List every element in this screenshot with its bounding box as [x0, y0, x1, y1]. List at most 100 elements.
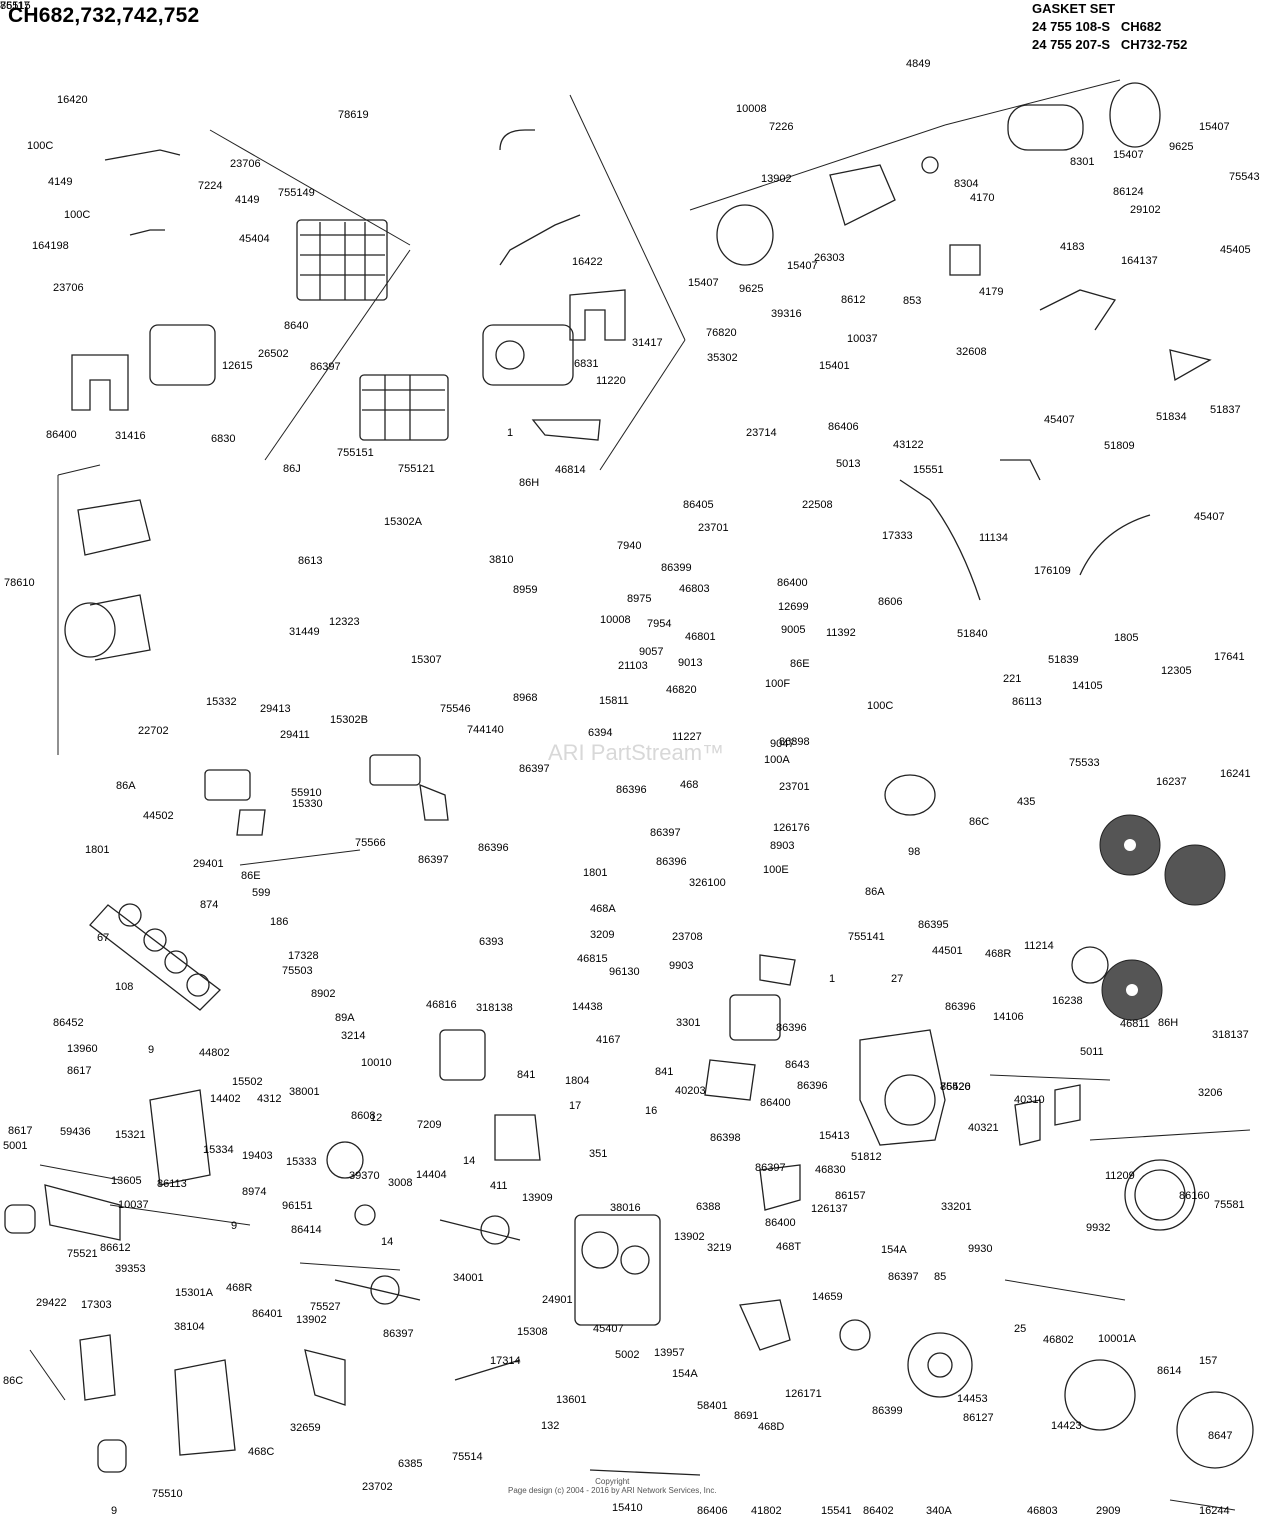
part-number-label[interactable]: 46830 — [815, 1164, 846, 1176]
part-number-label[interactable]: 44802 — [199, 1047, 230, 1059]
part-number-label[interactable]: 10010 — [361, 1057, 392, 1069]
part-number-label[interactable]: 4849 — [906, 58, 931, 70]
part-number-label[interactable]: 46816 — [426, 999, 457, 1011]
part-number-label[interactable]: 31449 — [289, 626, 320, 638]
part-number-label[interactable]: 1805 — [1114, 632, 1139, 644]
part-number-label[interactable]: 15330 — [292, 798, 323, 810]
part-number-label[interactable]: 3219 — [707, 1242, 732, 1254]
part-number-label[interactable]: 26303 — [814, 252, 845, 264]
part-number-label[interactable]: 468T — [776, 1241, 802, 1253]
part-number-label[interactable]: 7224 — [198, 180, 223, 192]
part-number-label[interactable]: 8304 — [954, 178, 979, 190]
part-number-label[interactable]: 1 — [507, 427, 514, 439]
part-number-label[interactable]: 86C — [3, 1375, 24, 1387]
part-number-label[interactable]: 126171 — [785, 1388, 822, 1400]
part-number-label[interactable]: 1801 — [85, 844, 110, 856]
part-number-label[interactable]: 853 — [903, 295, 922, 307]
part-number-label[interactable]: 7940 — [617, 540, 642, 552]
part-number-label[interactable]: 23701 — [779, 781, 810, 793]
part-number-label[interactable]: 12615 — [222, 360, 253, 372]
part-number-label[interactable]: 86160 — [1179, 1190, 1210, 1202]
part-number-label[interactable]: 86406 — [828, 421, 859, 433]
part-number-label[interactable]: 23708 — [672, 931, 703, 943]
part-number-label[interactable]: 13960 — [67, 1043, 98, 1055]
part-number-label[interactable]: 44502 — [143, 810, 174, 822]
part-number-label[interactable]: 38104 — [174, 1321, 205, 1333]
part-number-label[interactable]: 14105 — [1072, 680, 1103, 692]
part-number-label[interactable]: 9 — [148, 1044, 155, 1056]
part-number-label[interactable]: 4149 — [235, 194, 260, 206]
part-number-label[interactable]: 86397 — [418, 854, 449, 866]
part-number-label[interactable]: 15413 — [819, 1130, 850, 1142]
part-number-label[interactable]: 100C — [867, 700, 894, 712]
part-number-label[interactable]: 221 — [1003, 673, 1022, 685]
part-number-label[interactable]: 4183 — [1060, 241, 1085, 253]
part-number-label[interactable]: 8640 — [284, 320, 309, 332]
part-number-label[interactable]: 16422 — [572, 256, 603, 268]
part-number-label[interactable]: 86398 — [710, 1132, 741, 1144]
part-number-label[interactable]: 16238 — [1052, 995, 1083, 1007]
part-number-label[interactable]: 86A — [865, 886, 885, 898]
part-number-label[interactable]: 86399 — [661, 562, 692, 574]
part-number-label[interactable]: 16241 — [1220, 768, 1251, 780]
part-number-label[interactable]: 411 — [490, 1180, 508, 1192]
part-number-label[interactable]: 27 — [891, 973, 904, 985]
part-number-label[interactable]: 13902 — [761, 173, 792, 185]
part-number-label[interactable]: 9932 — [1086, 1222, 1111, 1234]
part-number-label[interactable]: 9013 — [678, 657, 703, 669]
part-number-label[interactable]: 17303 — [81, 1299, 112, 1311]
part-number-label[interactable]: 75533 — [1069, 757, 1100, 769]
part-number-label[interactable]: 17328 — [288, 950, 319, 962]
part-number-label[interactable]: 86400 — [777, 577, 808, 589]
part-number-label[interactable]: 468C — [248, 1446, 275, 1458]
part-number-label[interactable]: 86H — [519, 477, 540, 489]
part-number-label[interactable]: 51840 — [957, 628, 988, 640]
part-number-label[interactable]: 31417 — [632, 337, 663, 349]
part-number-label[interactable]: 8903 — [770, 840, 795, 852]
part-number-label[interactable]: 15302B — [330, 714, 368, 726]
part-number-label[interactable]: 13605 — [111, 1175, 142, 1187]
part-number-label[interactable]: 9047 — [770, 738, 795, 750]
part-number-label[interactable]: 3008 — [388, 1177, 413, 1189]
part-number-label[interactable]: 29401 — [193, 858, 224, 870]
part-number-label[interactable]: 186 — [270, 916, 289, 928]
part-number-label[interactable]: 86C — [969, 816, 990, 828]
part-number-label[interactable]: 86401 — [252, 1308, 283, 1320]
part-number-label[interactable]: 51837 — [1210, 404, 1241, 416]
part-number-label[interactable]: 86117 — [0, 0, 30, 12]
part-number-label[interactable]: 8606 — [878, 596, 903, 608]
part-number-label[interactable]: 874 — [200, 899, 219, 911]
part-number-label[interactable]: 10008 — [736, 103, 767, 115]
part-number-label[interactable]: 755151 — [337, 447, 374, 459]
part-number-label[interactable]: 9 — [111, 1505, 118, 1517]
part-number-label[interactable]: 46815 — [577, 953, 608, 965]
part-number-label[interactable]: 4179 — [979, 286, 1004, 298]
part-number-label[interactable]: 39370 — [349, 1170, 380, 1182]
part-number-label[interactable]: 11220 — [596, 375, 626, 387]
part-number-label[interactable]: 15307 — [411, 654, 442, 666]
part-number-label[interactable]: 15407 — [1199, 121, 1230, 133]
part-number-label[interactable]: 39316 — [771, 308, 802, 320]
part-number-label[interactable]: 14453 — [957, 1393, 988, 1405]
part-number-label[interactable]: 75515 — [0, 0, 31, 12]
part-number-label[interactable]: 13909 — [522, 1192, 553, 1204]
part-number-label[interactable]: 86400 — [46, 429, 77, 441]
part-number-label[interactable]: 7209 — [417, 1119, 442, 1131]
part-number-label[interactable]: 100A — [764, 754, 790, 766]
part-number-label[interactable]: 23706 — [230, 158, 261, 170]
part-number-label[interactable]: 23706 — [53, 282, 84, 294]
part-number-label[interactable]: 45405 — [1220, 244, 1251, 256]
part-number-label[interactable]: 86E — [241, 870, 261, 882]
part-number-label[interactable]: 468A — [590, 903, 616, 915]
part-number-label[interactable]: 16 — [645, 1105, 658, 1117]
part-number-label[interactable]: 86113 — [157, 1178, 187, 1190]
part-number-label[interactable]: 86H — [1158, 1017, 1179, 1029]
part-number-label[interactable]: 86612 — [100, 1242, 131, 1254]
part-number-label[interactable]: 86400 — [765, 1217, 796, 1229]
part-number-label[interactable]: 45407 — [1194, 511, 1225, 523]
part-number-label[interactable]: 8614 — [1157, 1365, 1182, 1377]
part-number-label[interactable]: 40310 — [1014, 1094, 1045, 1106]
part-number-label[interactable]: 12699 — [778, 601, 809, 613]
part-number-label[interactable]: 14659 — [812, 1291, 843, 1303]
part-number-label[interactable]: 86397 — [519, 763, 550, 775]
